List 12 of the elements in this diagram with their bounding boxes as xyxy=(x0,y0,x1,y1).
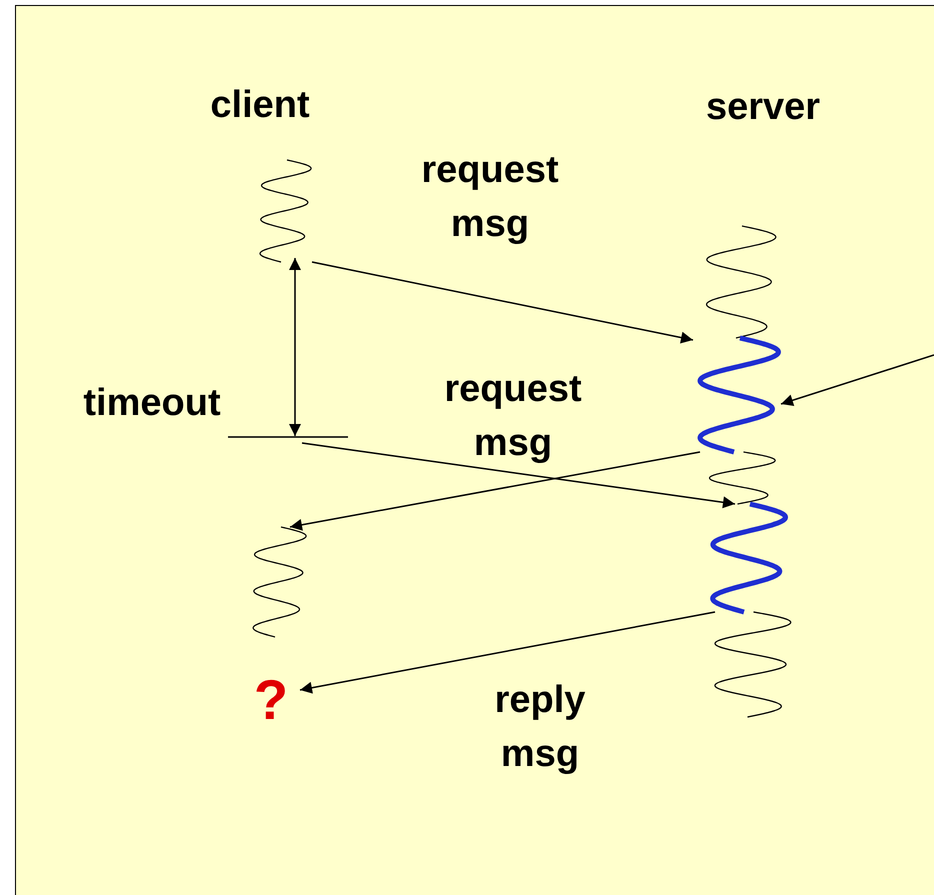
timeout-label: timeout xyxy=(82,381,222,426)
arrow xyxy=(312,261,694,344)
arrow xyxy=(302,442,736,508)
process-label: server xyxy=(704,85,822,130)
arrow xyxy=(780,354,934,406)
edge-label: request msg xyxy=(420,148,560,247)
arrow xyxy=(290,451,700,531)
edge-label: reply msg xyxy=(494,678,586,777)
question-mark: ? xyxy=(252,667,290,733)
edge-label: request msg xyxy=(443,367,583,466)
process-label: client xyxy=(209,83,311,128)
arrow xyxy=(300,611,716,694)
